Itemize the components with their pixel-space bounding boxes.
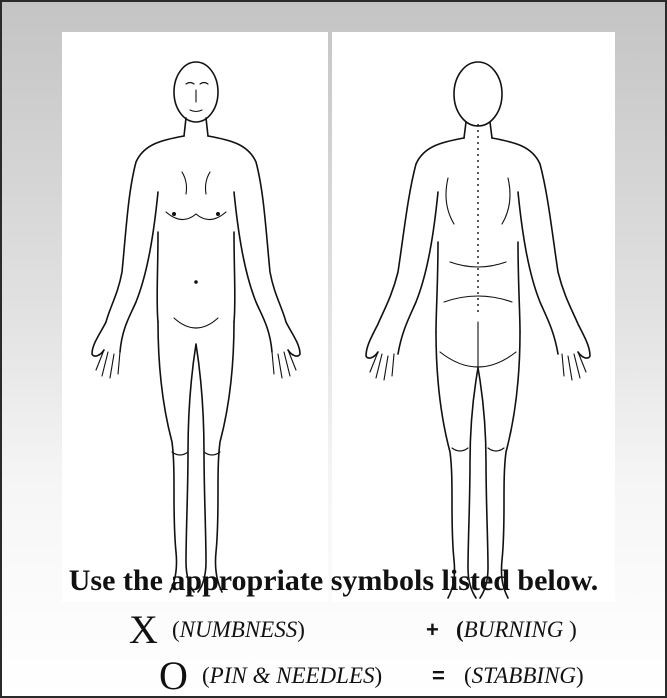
body-back-view [332,32,615,602]
legend-label-stabbing: (STABBING) [464,656,584,696]
legend-row-2: O (PIN & NEEDLES) = (STABBING) [2,656,665,696]
instruction-text: Use the appropriate symbols listed below… [2,564,665,598]
legend-row-1: X (NUMBNESS) + (BURNING ) [2,610,665,650]
legend-label-numbness: (NUMBNESS) [172,610,305,650]
body-front-view [62,32,328,602]
legend-label-pin-needles: (PIN & NEEDLES) [202,656,382,696]
back-body-outline-icon [332,32,615,602]
legend-symbol-numbness: X [129,610,158,650]
front-body-outline-icon [62,32,328,602]
legend-label-burning: (BURNING ) [456,610,577,650]
legend-symbol-pin-needles: O [159,656,188,696]
legend-symbol-stabbing: = [432,656,445,696]
legend-symbol-burning: + [426,610,439,650]
